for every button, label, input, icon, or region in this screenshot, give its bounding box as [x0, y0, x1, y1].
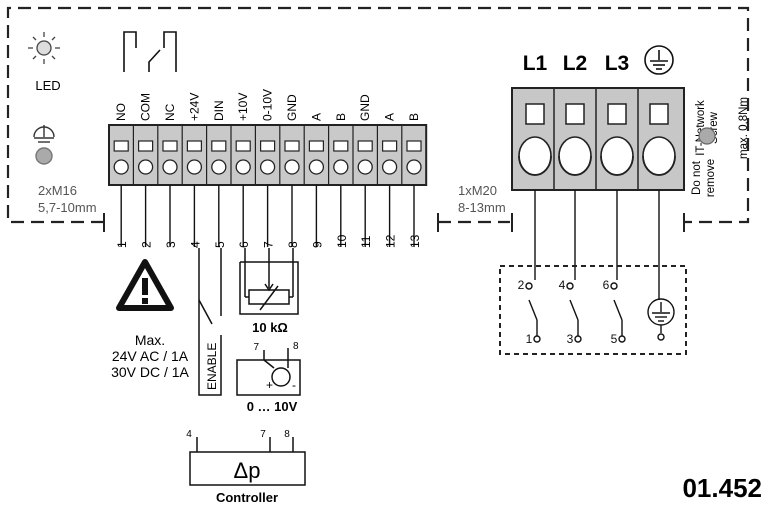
switch-top-pin: 2: [518, 278, 525, 292]
switch-earth-icon: [647, 298, 675, 341]
disconnect-switch-2: 43: [559, 278, 582, 346]
power-label-l2: L2: [563, 52, 588, 75]
controller-pin-4: 4: [186, 429, 192, 440]
cable-left-qty: 2xM16: [38, 183, 77, 198]
terminal-7: 0-10V 7: [254, 89, 276, 248]
relay-contact-icon: [123, 31, 177, 72]
disconnect-switch-box: [499, 265, 687, 355]
terminal-label: +10V: [236, 93, 250, 121]
do-not-remove-text: Do not remove: [691, 159, 717, 197]
potentiometer: [239, 248, 299, 315]
power-label-l3: L3: [605, 52, 630, 75]
it-network-text: IT-Network Screw max. 0,8Nm: [695, 97, 750, 159]
terminal-6: +10V 6: [230, 93, 251, 248]
terminal-number: 8: [286, 241, 300, 248]
terminal-1: NO 1: [113, 103, 129, 248]
terminal-label: A: [309, 113, 323, 121]
switch-bottom-pin: 5: [611, 332, 618, 346]
terminal-number: 4: [188, 241, 202, 248]
svg-text:30V DC / 1A: 30V DC / 1A: [111, 364, 189, 380]
power-terminal-3: [595, 88, 634, 190]
terminal-number: 2: [140, 241, 154, 248]
terminal-label: A: [383, 113, 397, 121]
cable-right-range: 8-13mm: [458, 200, 506, 215]
terminal-label: B: [407, 113, 421, 121]
terminal-label: NC: [163, 103, 177, 121]
cable-right-qty: 1xM20: [458, 183, 497, 198]
led-icon: [28, 32, 60, 64]
terminal-number: 3: [164, 241, 178, 248]
disconnect-switch-1: 21: [518, 278, 541, 346]
svg-text:Do not: Do not: [691, 160, 703, 195]
controller-pin-7: 7: [260, 429, 266, 440]
source-label: 0 … 10V: [247, 399, 298, 414]
terminal-12: A 12: [376, 113, 398, 248]
terminal-label: NO: [114, 103, 128, 121]
power-label-l1: L1: [523, 52, 548, 75]
terminal-label: GND: [358, 94, 372, 121]
potentiometer-label: 10 kΩ: [252, 320, 288, 335]
terminal-number: 12: [384, 234, 398, 248]
switch-top-pin: 4: [559, 278, 566, 292]
terminal-number: 7: [262, 241, 276, 248]
max-rating-text: Max. 24V AC / 1A 30V DC / 1A: [111, 332, 189, 380]
enclosure-outline: [6, 6, 750, 224]
warning-icon: [116, 259, 174, 311]
terminal-label: B: [334, 113, 348, 121]
controller-pin-8: 8: [284, 429, 290, 440]
terminal-number: 11: [359, 235, 373, 248]
terminal-label: COM: [139, 93, 153, 121]
controller-label: Controller: [216, 490, 278, 505]
power-terminal-1: [518, 103, 552, 176]
terminal-8: GND 8: [279, 94, 300, 248]
terminal-13: B 13: [401, 113, 422, 248]
terminal-number: 5: [213, 241, 227, 248]
terminal-number: 6: [237, 241, 251, 248]
source-plus: +: [266, 378, 273, 392]
switch-bottom-pin: 3: [567, 332, 574, 346]
terminal-number: 10: [335, 234, 349, 248]
terminal-9: A9: [303, 113, 324, 248]
terminal-10: B 10: [328, 113, 349, 248]
controller-box: [189, 437, 306, 486]
terminal-label: DIN: [212, 100, 226, 121]
earth-icon: [644, 45, 674, 75]
control-terminal-block: NO1COM2NC3+24V4DIN5+10V60-10V7GND8A9B10G…: [108, 89, 428, 248]
power-wires: [534, 190, 660, 300]
it-network-screw-icon: [698, 127, 716, 145]
terminal-4: +24V 4: [181, 93, 202, 248]
terminal-number: 9: [310, 241, 324, 248]
enable-contact: [198, 248, 222, 396]
controller-symbol: Δp: [234, 458, 261, 483]
power-terminal-4: [637, 88, 676, 190]
power-terminal-2: [553, 88, 592, 190]
switch-top-pin: 6: [603, 278, 610, 292]
terminal-3: NC 3: [157, 103, 178, 248]
source-pin-7: 7: [253, 342, 259, 353]
disconnect-switch-3: 65: [603, 278, 626, 346]
source-pin-8: 8: [293, 341, 299, 352]
figure-id: 01.452: [682, 473, 762, 503]
ground-lamp-icon: [33, 125, 55, 165]
terminal-11: GND 11: [352, 94, 373, 248]
terminal-label: GND: [285, 94, 299, 121]
terminal-label: 0-10V: [261, 89, 275, 121]
voltage-source: [236, 348, 301, 396]
svg-text:Max.: Max.: [135, 332, 165, 348]
cable-entry-ticks: [103, 213, 685, 232]
terminal-2: COM 2: [132, 93, 154, 248]
led-label: LED: [35, 78, 60, 93]
terminal-5: DIN 5: [206, 100, 227, 248]
svg-text:24V AC / 1A: 24V AC / 1A: [112, 348, 189, 364]
terminal-label: +24V: [187, 93, 201, 121]
enable-label: ENABLE: [205, 343, 219, 390]
terminal-number: 1: [115, 241, 129, 248]
source-minus: -: [292, 378, 296, 392]
terminal-number: 13: [408, 234, 422, 248]
svg-text:remove: remove: [705, 159, 717, 197]
cable-left-range: 5,7-10mm: [38, 200, 97, 215]
switch-bottom-pin: 1: [526, 332, 533, 346]
svg-text:max. 0,8Nm: max. 0,8Nm: [738, 97, 750, 159]
